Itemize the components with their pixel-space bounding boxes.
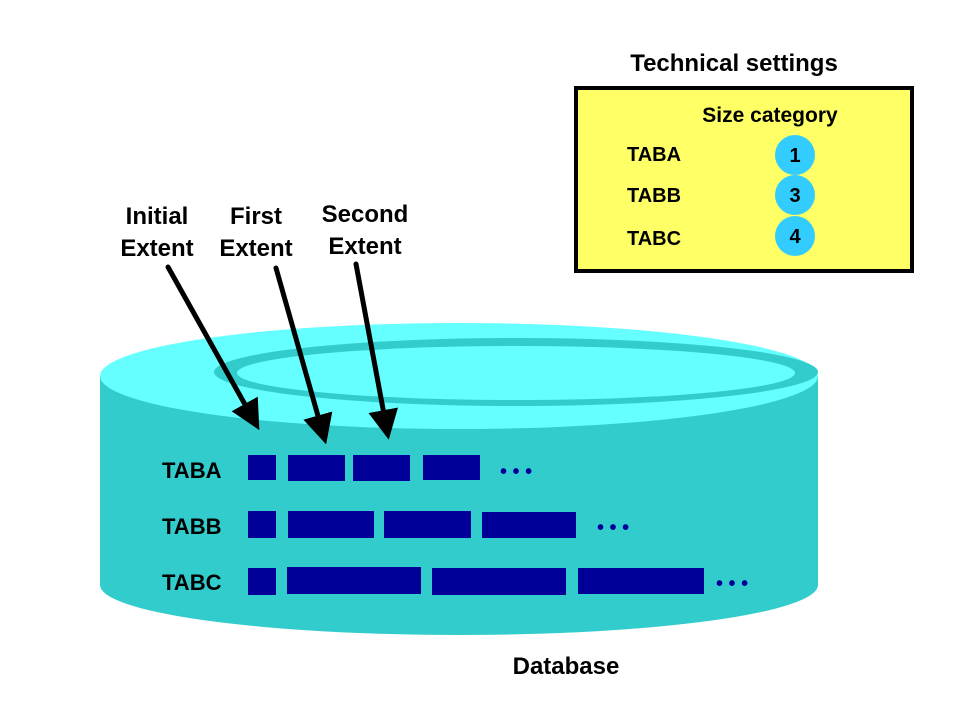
- extent-block-initial: [248, 568, 276, 595]
- table-row-taba: TABA • • •: [162, 455, 532, 483]
- size-category-badge: [775, 216, 815, 256]
- size-category-value: 3: [789, 185, 800, 207]
- extent-block: [287, 567, 421, 594]
- initial-extent-arrow: [165, 264, 260, 431]
- settings-row-table: TABB: [627, 185, 681, 207]
- technical-settings-panel: Technical settings Size category TABA 1 …: [574, 50, 914, 273]
- settings-row-table: TABC: [627, 228, 681, 250]
- initial-extent-label-line1: Initial: [126, 203, 189, 230]
- settings-row: TABB 3: [627, 175, 815, 215]
- table-name: TABA: [162, 458, 222, 483]
- size-category-value: 1: [789, 145, 800, 167]
- extent-block: [288, 511, 374, 538]
- extent-block: [482, 512, 576, 538]
- extent-arrows: [165, 261, 398, 445]
- extent-block: [384, 511, 471, 538]
- table-row-tabc: TABC • • •: [162, 567, 748, 595]
- extent-block: [353, 455, 410, 481]
- settings-row-table: TABA: [627, 144, 681, 166]
- size-category-badge: [775, 135, 815, 175]
- initial-extent-label-line2: Extent: [120, 235, 193, 262]
- continuation-dots: • • •: [597, 517, 629, 539]
- table-name: TABC: [162, 570, 222, 595]
- extent-block-initial: [248, 511, 276, 538]
- settings-box: [574, 86, 914, 273]
- extent-block-initial: [248, 455, 276, 480]
- table-name: TABB: [162, 514, 221, 539]
- second-extent-arrow: [353, 261, 398, 440]
- extent-block: [288, 455, 345, 481]
- first-extent-arrow: [273, 265, 333, 445]
- continuation-dots: • • •: [716, 573, 748, 595]
- continuation-dots: • • •: [500, 461, 532, 483]
- table-row-tabb: TABB • • •: [162, 511, 629, 539]
- settings-row: TABA 1: [627, 135, 815, 175]
- settings-row: TABC 4: [627, 216, 815, 256]
- first-extent-label-line2: Extent: [219, 235, 292, 262]
- inner-ring-center: [237, 346, 795, 400]
- size-category-header: Size category: [702, 104, 838, 127]
- technical-settings-title: Technical settings: [630, 50, 838, 77]
- database-label: Database: [513, 653, 620, 680]
- extent-block: [432, 568, 566, 595]
- first-extent-label-line1: First: [230, 203, 282, 230]
- second-extent-label-line1: Second: [322, 201, 409, 228]
- extent-labels: Initial Extent First Extent Second Exten…: [120, 201, 408, 262]
- size-category-value: 4: [789, 226, 801, 248]
- extent-block: [423, 455, 480, 480]
- second-extent-label-line2: Extent: [328, 233, 401, 260]
- table-rows: TABA • • • TABB • • • TABC • • •: [162, 455, 748, 595]
- size-category-badge: [775, 175, 815, 215]
- extent-block: [578, 568, 704, 594]
